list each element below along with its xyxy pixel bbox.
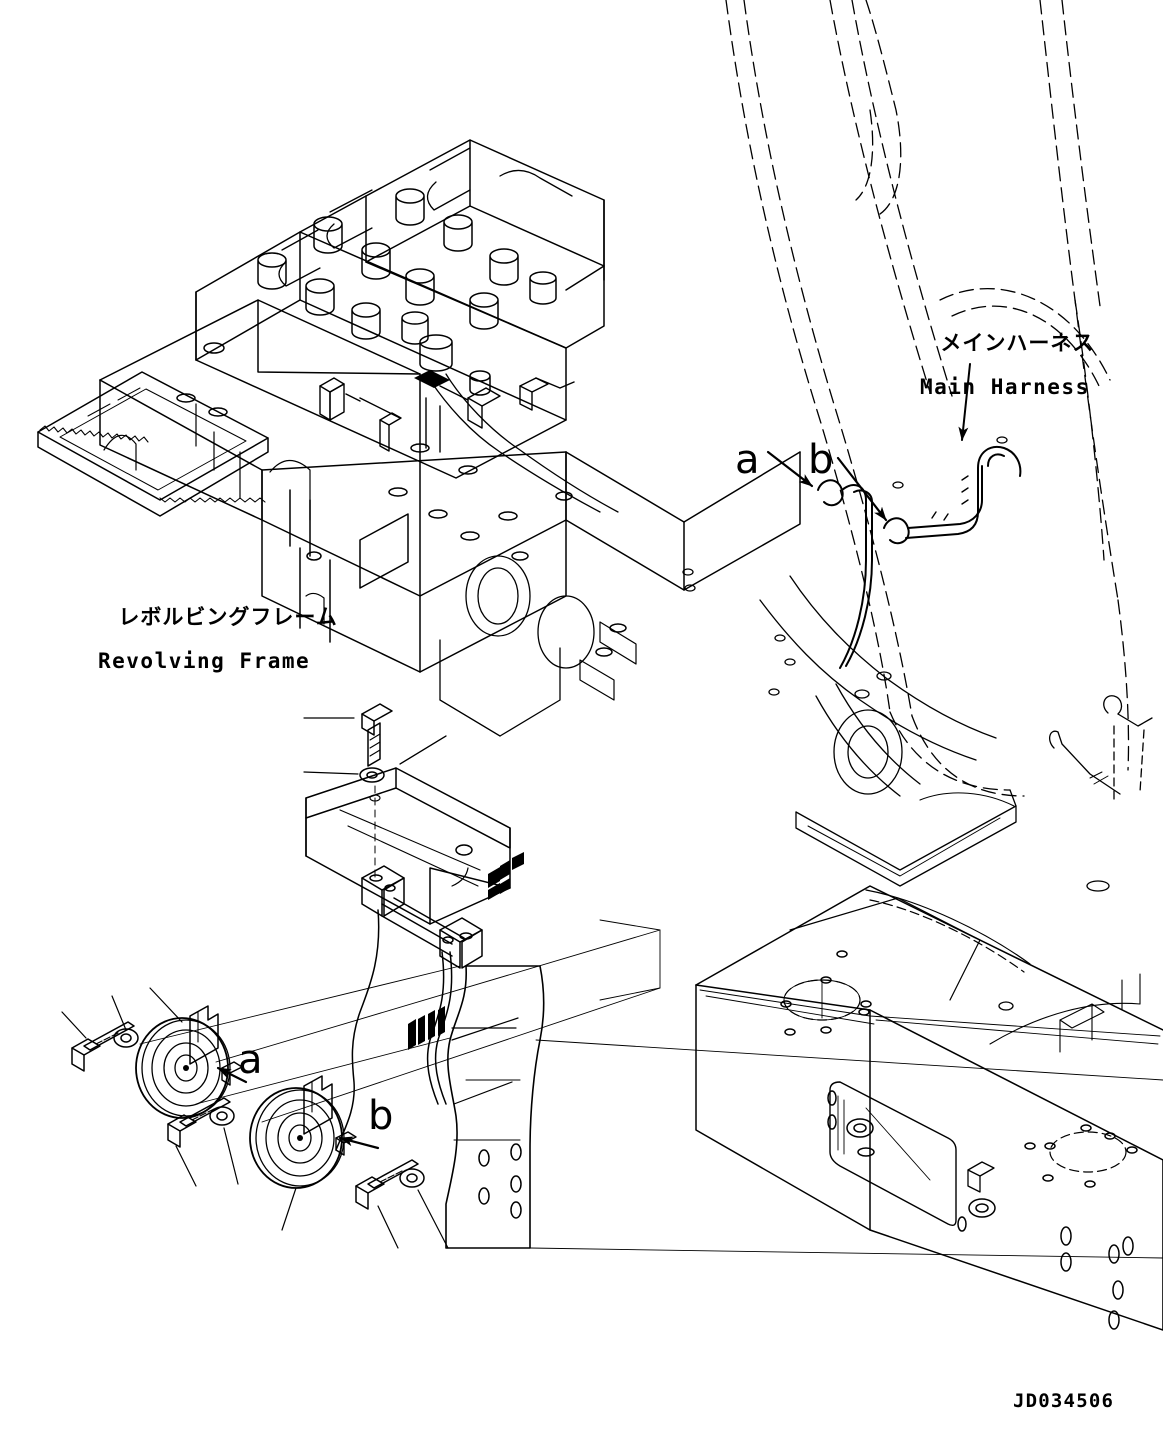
top-bolt <box>303 703 393 767</box>
main-harness-label: メインハーネス Main Harness <box>920 312 1094 437</box>
assembly-projection-lines <box>139 919 1163 1259</box>
drawing-number: JD034506 <box>1013 1390 1115 1412</box>
callout-b-lower: b <box>368 1093 394 1139</box>
callout-a-lower: a <box>238 1037 263 1083</box>
misc-leader-lines <box>451 1017 519 1105</box>
base-frame-lower-right <box>695 885 1163 1331</box>
valve-plugs <box>257 188 557 396</box>
right-edge-details <box>1048 695 1153 892</box>
revolving-frame-label: レボルビングフレーム Revolving Frame <box>98 586 338 711</box>
horn-lower <box>249 1075 357 1189</box>
horn-lower-hardware <box>167 1097 297 1231</box>
revolving-frame-label-en: Revolving Frame <box>98 648 311 673</box>
callout-b-upper-leader <box>836 456 888 522</box>
valve-fittings <box>319 370 575 453</box>
callout-a-lower-leader <box>216 1066 248 1084</box>
walkway-tray <box>37 371 269 517</box>
horn-upper-hardware <box>61 987 183 1072</box>
horn-mount-rail <box>361 865 483 969</box>
top-washer <box>303 767 385 783</box>
revolving-frame-upper-structure <box>37 139 605 673</box>
boom-phantom-outline <box>725 0 1130 797</box>
boom-solid-contours <box>682 436 1017 1011</box>
main-harness-label-en: Main Harness <box>920 374 1090 399</box>
callout-a-upper-leader <box>766 450 814 488</box>
cable-clamp-band <box>408 1006 517 1050</box>
horn-cover-plate <box>305 735 524 925</box>
callout-b-upper: b <box>808 437 834 483</box>
main-harness-leader <box>958 363 971 441</box>
main-harness <box>817 446 1022 669</box>
horn-assembly <box>61 703 1163 1259</box>
boom-foot-pivot <box>278 147 801 737</box>
callout-a-upper: a <box>735 437 760 483</box>
bracket-hardware <box>355 1159 449 1249</box>
revolving-frame-label-jp: レボルビングフレーム <box>118 604 338 629</box>
horn-wiring <box>335 909 453 1151</box>
horn-bracket-plate <box>445 965 545 1249</box>
callout-b-lower-leader <box>338 1136 380 1150</box>
main-harness-label-jp: メインハーネス <box>940 330 1095 355</box>
